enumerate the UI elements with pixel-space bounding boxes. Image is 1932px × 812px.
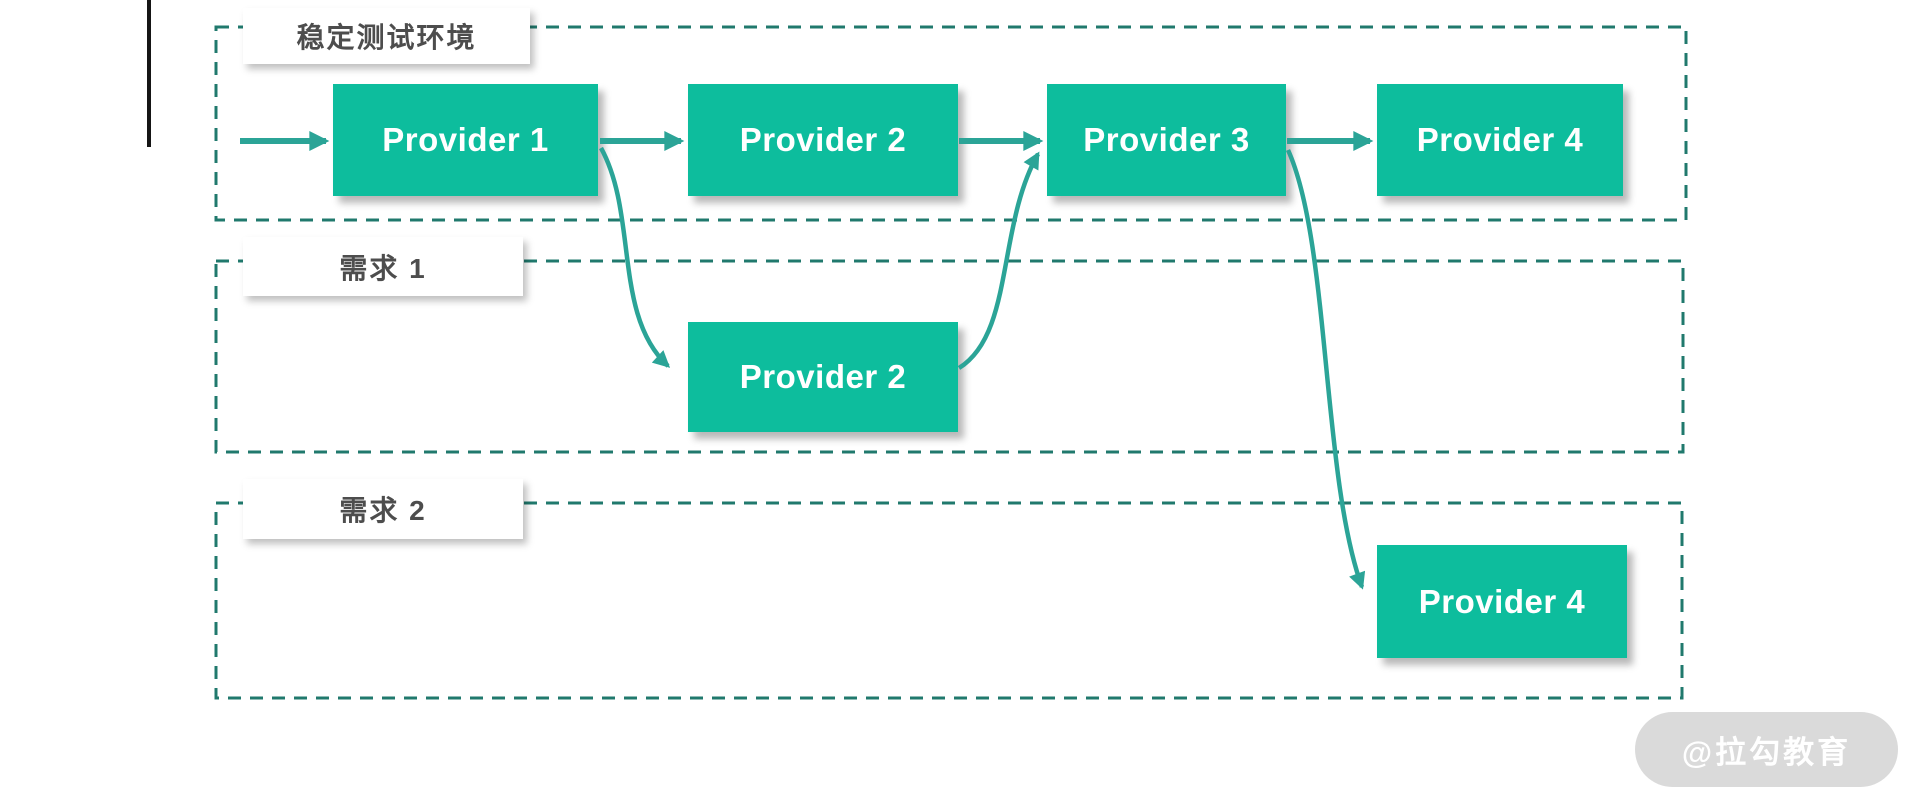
node-provider-4-req2: Provider 4 <box>1377 545 1627 658</box>
edge-p3-to-p4req2-curve <box>1285 149 1366 590</box>
region-label-req2: 需求 2 <box>243 479 523 539</box>
region-label-req1: 需求 1 <box>243 237 523 296</box>
node-provider-1-label: Provider 1 <box>382 121 549 158</box>
region-label-stable-env: 稳定测试环境 <box>243 8 530 64</box>
node-provider-3-label: Provider 3 <box>1083 121 1250 158</box>
edge-p2req1-to-p3-curve <box>957 151 1040 370</box>
node-provider-2-req1: Provider 2 <box>688 322 958 432</box>
node-provider-2-stable-label: Provider 2 <box>739 121 907 158</box>
node-provider-4-stable-label: Provider 4 <box>1416 121 1584 158</box>
watermark-badge: @拉勾教育 <box>1635 712 1898 787</box>
edge-p1-to-p2req1-curve <box>599 146 671 368</box>
region-label-req1-text: 需求 1 <box>339 252 427 284</box>
node-provider-1: Provider 1 <box>333 84 598 196</box>
node-provider-4-req2-label: Provider 4 <box>1418 582 1586 620</box>
node-provider-3: Provider 3 <box>1047 84 1286 196</box>
node-provider-2-req1-label: Provider 2 <box>739 358 907 395</box>
node-provider-2-stable: Provider 2 <box>688 84 958 196</box>
region-label-stable-env-text: 稳定测试环境 <box>296 22 477 53</box>
watermark-text: @拉勾教育 <box>1681 735 1852 770</box>
screen-edge-artifact-line <box>147 0 151 147</box>
region-label-req2-text: 需求 2 <box>339 495 427 526</box>
node-provider-4-stable: Provider 4 <box>1377 84 1623 196</box>
